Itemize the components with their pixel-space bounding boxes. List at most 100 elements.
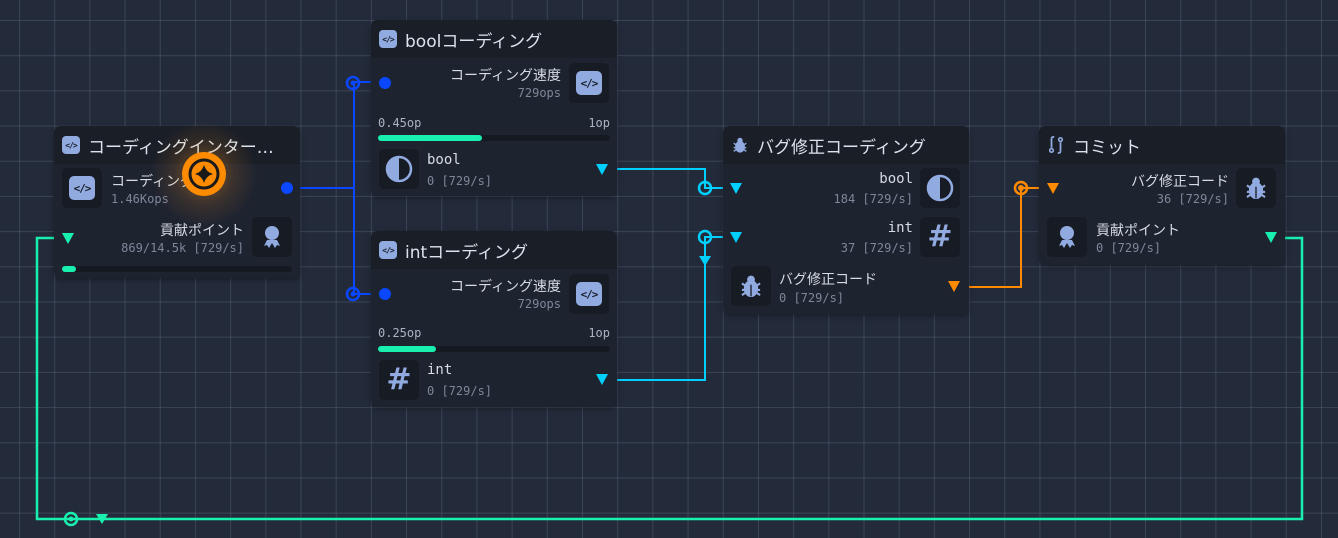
input-label: コーディング速度 xyxy=(449,68,561,84)
node-title: バグ修正コーディング xyxy=(757,137,926,158)
wire-junction xyxy=(697,180,713,196)
award-icon xyxy=(264,226,280,248)
input-label: int xyxy=(887,220,913,236)
progress-min-label: 0.45op xyxy=(378,116,422,130)
wire-junction xyxy=(1013,180,1029,196)
award-icon xyxy=(1059,226,1075,248)
wire-bugfix-code xyxy=(962,187,1046,288)
node-header[interactable]: </> コーディングインター… xyxy=(54,126,300,164)
output-icon-tile: # xyxy=(379,360,419,400)
wire-junction xyxy=(697,229,713,245)
node-bool-coding[interactable]: </> boolコーディング コーディング速度 729ops </> 0.45o… xyxy=(371,20,617,196)
input-icon-tile xyxy=(252,217,292,257)
output-icon-tile: </> xyxy=(62,168,102,208)
output-value: 0 [729/s] xyxy=(427,174,493,188)
input-value: 729ops xyxy=(517,86,561,100)
input-icon-tile xyxy=(920,168,960,208)
wire-bool xyxy=(615,168,730,189)
output-value: 0 [729/s] xyxy=(427,384,493,398)
input-label: 貢献ポイント xyxy=(160,223,244,239)
hash-icon: # xyxy=(927,219,953,254)
input-port[interactable] xyxy=(379,77,391,89)
hash-icon: # xyxy=(386,362,412,397)
wire-junction xyxy=(1018,185,1024,191)
progress-bar xyxy=(378,135,610,141)
input-value: 869/14.5k [729/s] xyxy=(121,241,244,255)
node-title: コーディングインター… xyxy=(88,133,274,158)
progress-fill xyxy=(62,266,76,272)
wire-junction xyxy=(68,516,74,522)
progress-bar xyxy=(62,266,292,272)
output-label: int xyxy=(427,362,453,378)
bug-icon xyxy=(1246,177,1266,200)
node-title: boolコーディング xyxy=(405,31,543,52)
progress-max-label: 1op xyxy=(588,326,610,340)
input-icon-tile: # xyxy=(920,217,960,257)
wire-int xyxy=(615,236,730,381)
input-value: 729ops xyxy=(517,297,561,311)
wire-junction xyxy=(350,291,356,297)
output-value: 0 [729/s] xyxy=(779,291,845,305)
node-header[interactable]: コミット xyxy=(1039,126,1285,164)
output-label: bool xyxy=(427,152,461,168)
input-value: 36 [729/s] xyxy=(1156,192,1229,206)
half-circle-icon xyxy=(926,174,954,202)
code-icon: </> xyxy=(69,176,95,200)
wire-junction xyxy=(350,80,356,86)
output-port[interactable] xyxy=(1265,232,1277,243)
progress-fill xyxy=(378,346,436,352)
output-port[interactable] xyxy=(948,281,960,292)
input-port[interactable] xyxy=(379,288,391,300)
input-port[interactable] xyxy=(1047,183,1059,194)
wire-contribution-points xyxy=(35,236,1304,521)
node-int-coding[interactable]: </> intコーディング コーディング速度 729ops </> 0.25op… xyxy=(371,231,617,407)
wire-junction xyxy=(63,511,79,527)
input-value: 37 [729/s] xyxy=(840,241,913,255)
node-title: intコーディング xyxy=(405,242,528,263)
input-value: 184 [729/s] xyxy=(833,192,913,206)
output-port[interactable] xyxy=(596,164,608,175)
bug-icon xyxy=(733,137,747,153)
node-bugfix-coding[interactable]: バグ修正コーディング bool 184 [729/s] int 37 [729/… xyxy=(723,126,969,314)
progress-min-label: 0.25op xyxy=(378,326,422,340)
input-port-int[interactable] xyxy=(730,232,742,243)
output-label: バグ修正コード xyxy=(779,272,877,288)
bug-icon xyxy=(741,275,761,298)
input-label: コーディング速度 xyxy=(449,279,561,295)
node-commit[interactable]: コミット バグ修正コード 36 [729/s] 貢献ポイント 0 [729/s] xyxy=(1039,126,1285,265)
node-title: コミット xyxy=(1073,137,1141,158)
wire-junction xyxy=(345,286,361,302)
cursor-target-icon xyxy=(182,152,226,196)
progress-max-label: 1op xyxy=(588,116,610,130)
code-icon: </> xyxy=(62,136,80,154)
input-label: bool xyxy=(879,171,913,187)
output-value: 0 [729/s] xyxy=(1096,241,1162,255)
input-port[interactable] xyxy=(62,233,74,244)
node-coding-interface[interactable]: </> コーディングインター… </> コーディング速度 1.46Kops 貢献… xyxy=(54,126,300,278)
input-icon-tile: </> xyxy=(569,63,609,103)
output-icon-tile xyxy=(379,149,419,189)
code-icon: </> xyxy=(576,71,602,95)
output-icon-tile xyxy=(731,266,771,306)
wire-direction-arrow xyxy=(96,514,108,524)
input-label: バグ修正コード xyxy=(1131,174,1229,190)
wire-junction xyxy=(345,75,361,91)
code-icon: </> xyxy=(379,30,397,48)
node-header[interactable]: </> boolコーディング xyxy=(371,20,617,58)
code-icon: </> xyxy=(379,241,397,259)
output-port[interactable] xyxy=(596,374,608,385)
half-circle-icon xyxy=(385,155,413,183)
git-compare-icon xyxy=(1048,136,1064,154)
code-icon: </> xyxy=(576,282,602,306)
progress-fill xyxy=(378,135,483,141)
output-value: 1.46Kops xyxy=(111,192,169,206)
input-icon-tile xyxy=(1236,168,1276,208)
node-header[interactable]: バグ修正コーディング xyxy=(723,126,969,164)
input-port-bool[interactable] xyxy=(730,183,742,194)
wire-direction-arrow xyxy=(699,256,711,266)
node-header[interactable]: </> intコーディング xyxy=(371,231,617,269)
output-port[interactable] xyxy=(281,182,293,194)
progress-bar xyxy=(378,346,610,352)
output-icon-tile xyxy=(1047,217,1087,257)
input-icon-tile: </> xyxy=(569,274,609,314)
